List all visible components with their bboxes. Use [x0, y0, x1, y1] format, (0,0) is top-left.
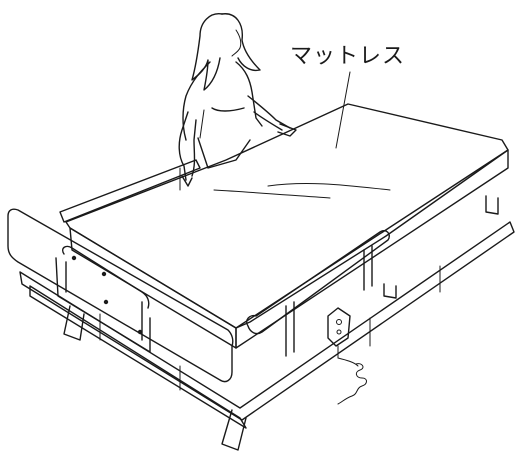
far-side-rail	[60, 160, 200, 222]
mattress-callout-label: マットレス	[290, 38, 405, 70]
bed-legs	[64, 196, 498, 450]
callout-leader-line	[336, 72, 350, 148]
mattress	[66, 104, 508, 348]
